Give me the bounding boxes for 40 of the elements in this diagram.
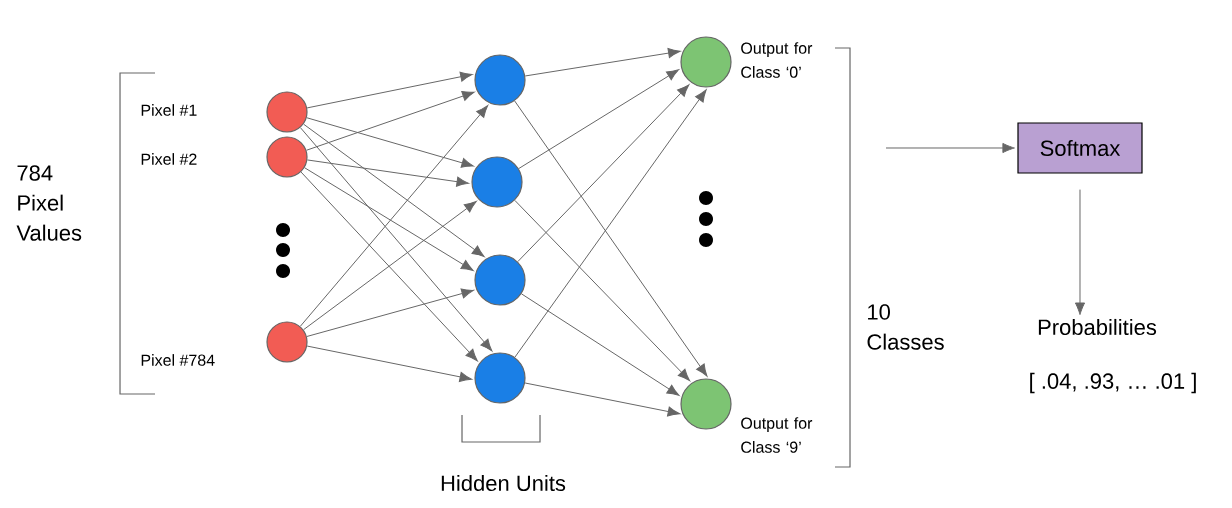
label-text: Hidden Units [441, 474, 566, 492]
input-neuron [266, 321, 308, 363]
arrow [517, 84, 690, 263]
node-caption: Output for Class ‘0’ [741, 42, 813, 78]
arrow [304, 167, 474, 272]
label-text: 10 Classes [867, 304, 944, 350]
arrow [299, 127, 493, 352]
arrow [521, 293, 680, 396]
arrow [885, 142, 1015, 154]
arrow [303, 123, 485, 257]
hidden-neuron [474, 54, 526, 106]
arrow [303, 201, 477, 331]
output-neuron [680, 36, 732, 88]
arrow [306, 288, 474, 337]
arrow [306, 117, 474, 168]
arrow [300, 171, 478, 362]
node-caption: Output for Class ‘9’ [741, 417, 813, 453]
process-box: Softmax [1017, 122, 1143, 174]
input-neuron [266, 136, 308, 178]
arrow [518, 69, 680, 170]
arrow [1074, 189, 1086, 316]
hidden-neuron [474, 254, 526, 306]
arrow [306, 159, 470, 187]
arrow [299, 105, 489, 327]
arrow [306, 91, 475, 151]
arrow [524, 48, 681, 77]
output-neuron [680, 378, 732, 430]
arrow [524, 382, 681, 417]
label-text: Pixel #2 [141, 153, 197, 165]
label-text: 784 Pixel Values [16, 165, 82, 241]
hidden-neuron [474, 352, 526, 404]
arrow [306, 71, 473, 109]
label-text: Pixel #1 [141, 104, 197, 116]
input-neuron [266, 91, 308, 133]
label-text: Pixel #784 [141, 354, 215, 366]
arrow [306, 345, 473, 382]
label-text: [ .04, .93, … .01 ] [1030, 372, 1196, 394]
output-text: Probabilities [1038, 318, 1157, 336]
hidden-neuron [471, 156, 523, 208]
arrow [514, 199, 691, 382]
